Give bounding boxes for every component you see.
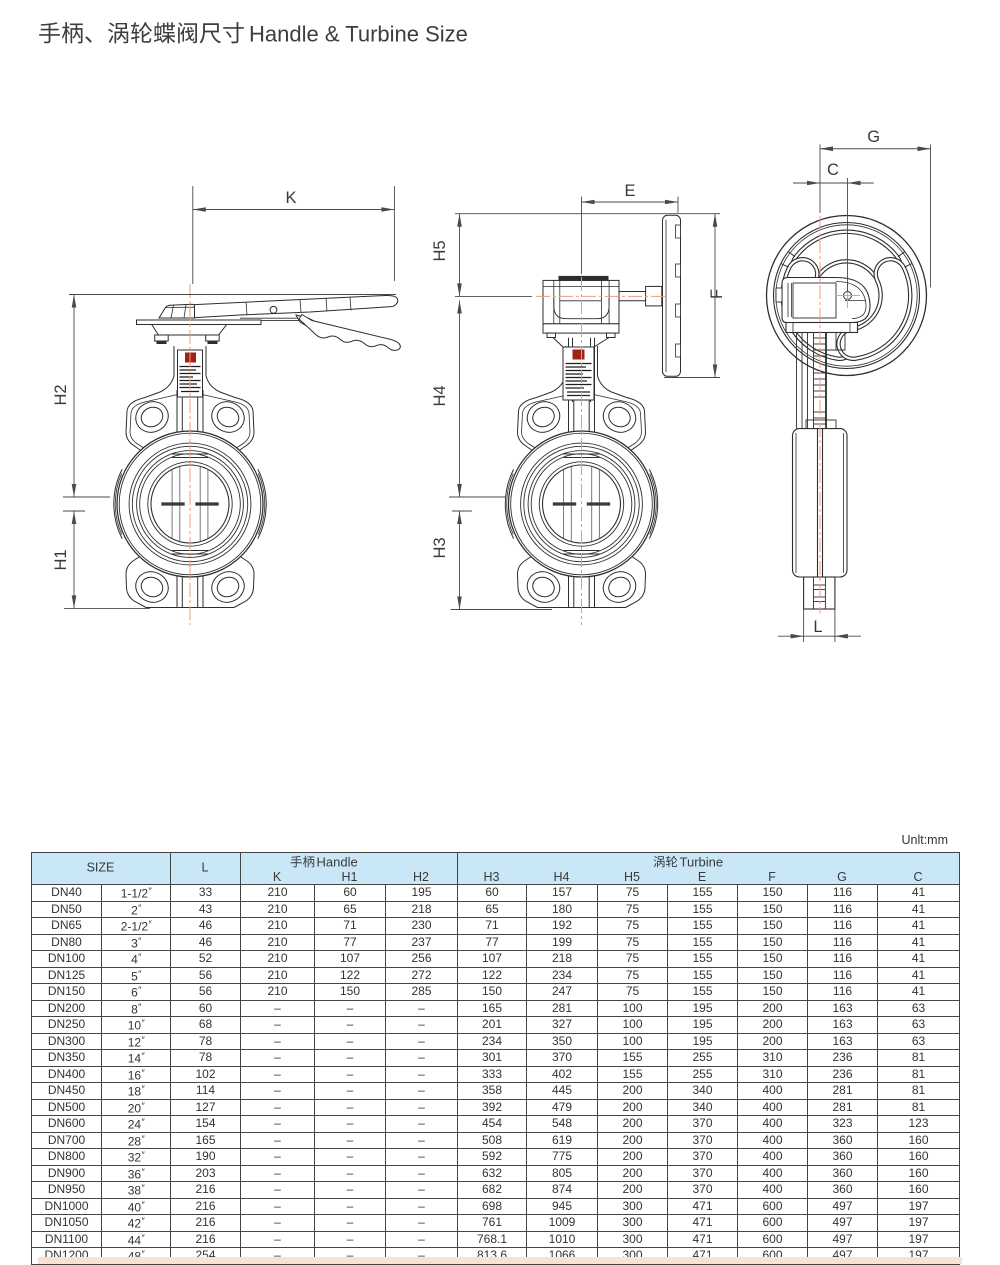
svg-text:K: K: [285, 189, 296, 207]
svg-text:H1: H1: [52, 549, 70, 570]
svg-text:Handle & Turbine Size: Handle & Turbine Size: [249, 22, 468, 47]
svg-text:L: L: [813, 618, 822, 636]
svg-text:G: G: [867, 128, 880, 146]
svg-text:H4: H4: [431, 385, 449, 406]
svg-text:C: C: [827, 161, 839, 179]
svg-text:H3: H3: [431, 537, 449, 558]
svg-text:E: E: [624, 182, 635, 200]
svg-text:H2: H2: [52, 384, 70, 405]
svg-text:F: F: [708, 289, 726, 299]
svg-text:H5: H5: [431, 240, 449, 261]
svg-text:Unlt:mm: Unlt:mm: [901, 833, 948, 847]
